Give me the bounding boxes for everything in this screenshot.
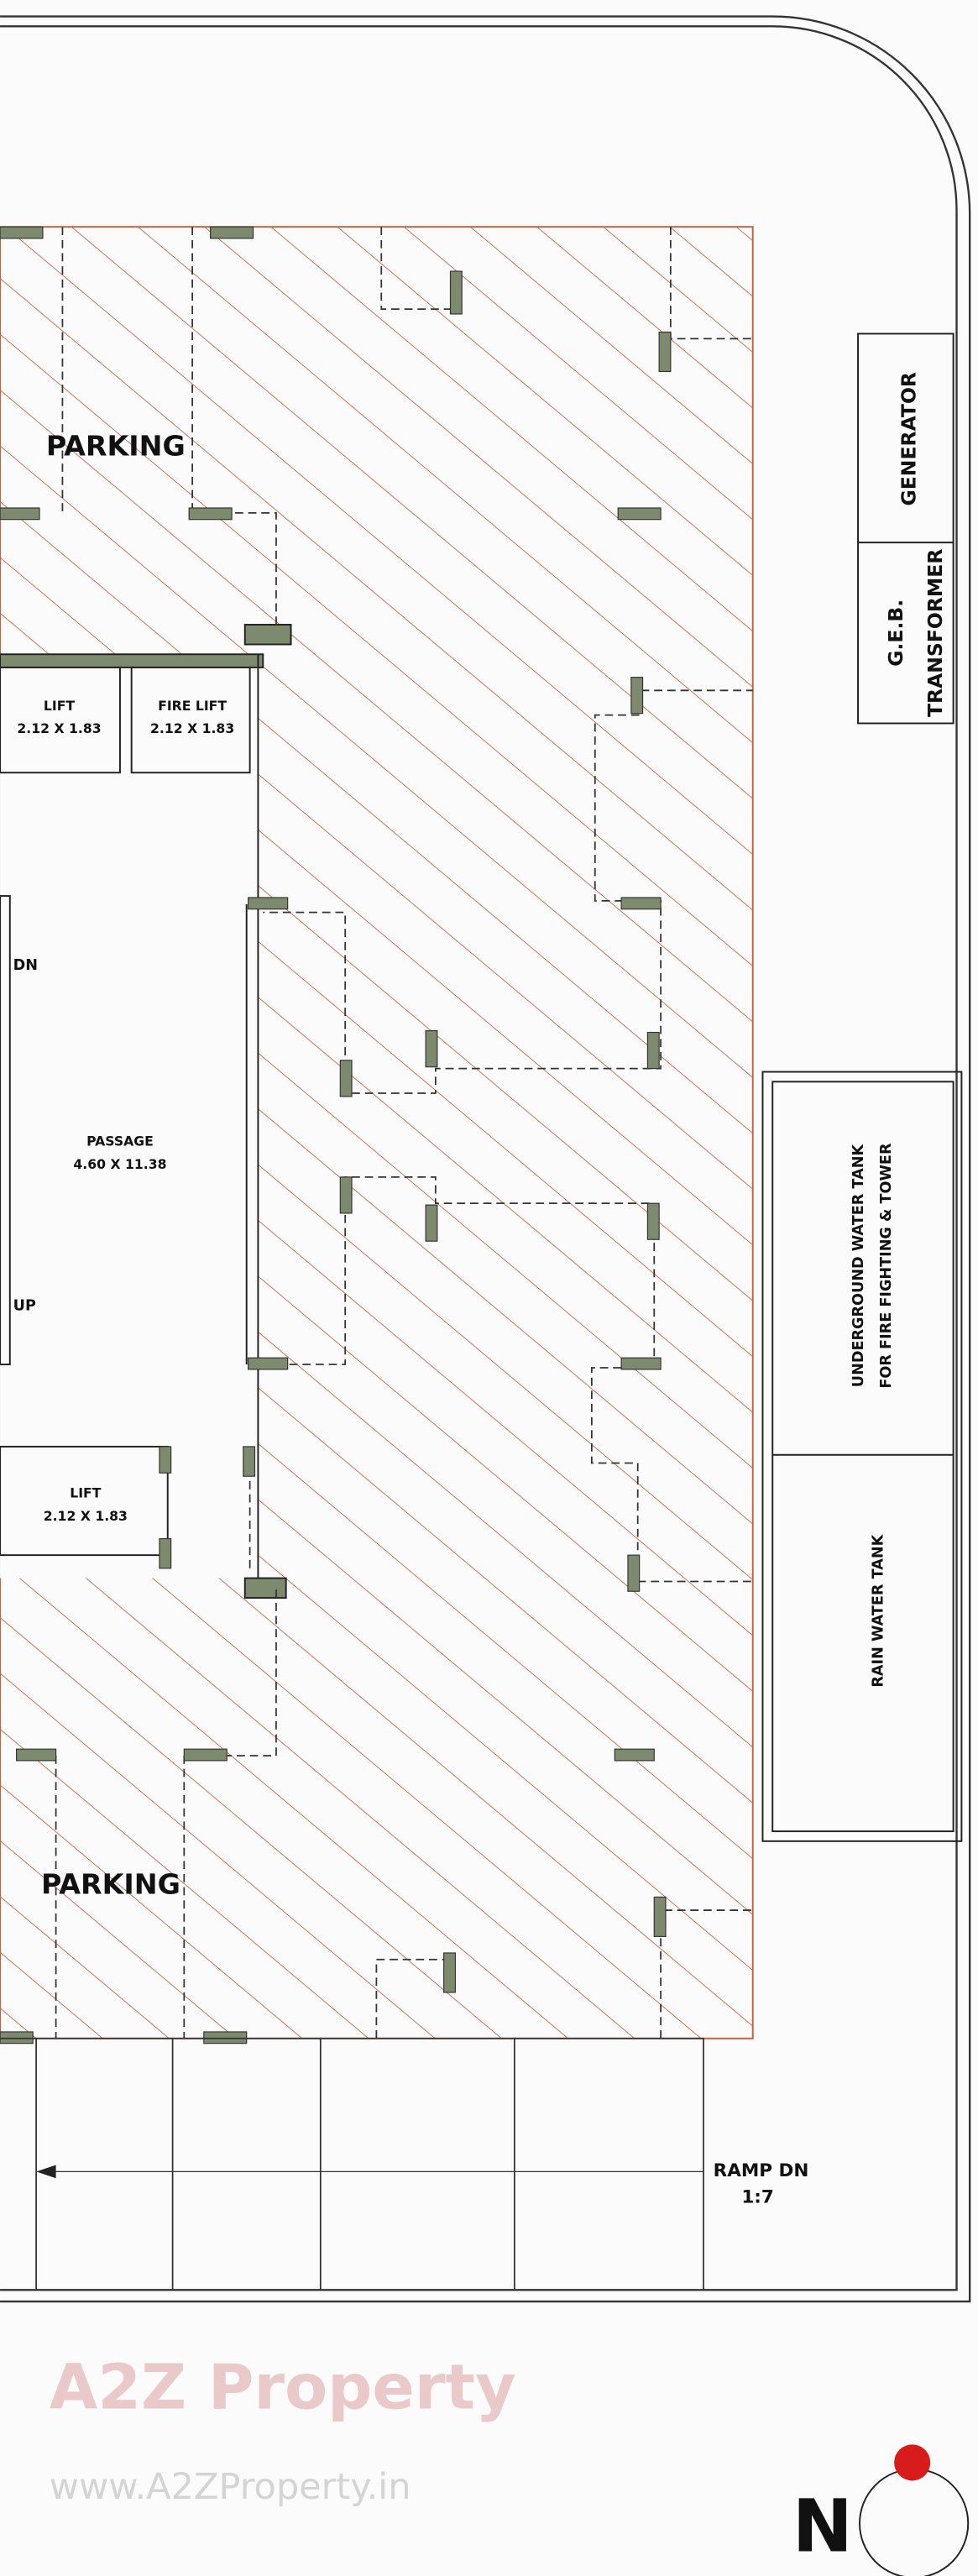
site-boundary	[0, 15, 971, 2303]
lift-1-size: 2.12 X 1.83	[17, 720, 101, 736]
lift-2-size: 2.12 X 1.83	[44, 1508, 128, 1524]
arrow-left-icon	[36, 2165, 56, 2179]
ramp-label: RAMP DN	[714, 2160, 809, 2181]
north-label: N	[792, 2485, 853, 2569]
parking-label-top: PARKING	[46, 429, 186, 462]
parking-stalls	[55, 227, 753, 2039]
transformer-label-2: TRANSFORMER	[923, 549, 947, 717]
fire-lift-label: FIRE LIFT	[158, 698, 227, 714]
rain-tank-label: RAIN WATER TANK	[870, 1533, 886, 1687]
lift-1-label: LIFT	[44, 698, 75, 714]
north-arrow-icon: N	[792, 2444, 970, 2576]
core	[0, 624, 292, 1600]
lift-2-label: LIFT	[70, 1485, 101, 1501]
parking-label-bottom: PARKING	[41, 1867, 180, 1900]
columns	[0, 226, 672, 2045]
watermark-url: www.A2ZProperty.in	[50, 2466, 411, 2508]
parking-hatch-area	[0, 226, 754, 2039]
transformer-label-1: G.E.B.	[884, 599, 907, 667]
ramp	[0, 2037, 704, 2291]
utility-boxes	[761, 332, 963, 1842]
passage-label: PASSAGE	[86, 1134, 154, 1149]
fire-tank-label-1: UNDERGROUND WATER TANK	[850, 1144, 867, 1388]
passage-size: 4.60 X 11.38	[73, 1156, 166, 1172]
fire-tank-label-2: FOR FIRE FIGHTING & TOWER	[878, 1143, 895, 1389]
stair-up-label: UP	[13, 1297, 36, 1314]
fire-lift-size: 2.12 X 1.83	[150, 720, 234, 736]
stair-dn-label: DN	[13, 957, 38, 974]
generator-label: GENERATOR	[897, 372, 921, 506]
ramp-slope: 1:7	[741, 2187, 774, 2208]
watermark-logo: A2Z Property	[50, 2350, 516, 2423]
